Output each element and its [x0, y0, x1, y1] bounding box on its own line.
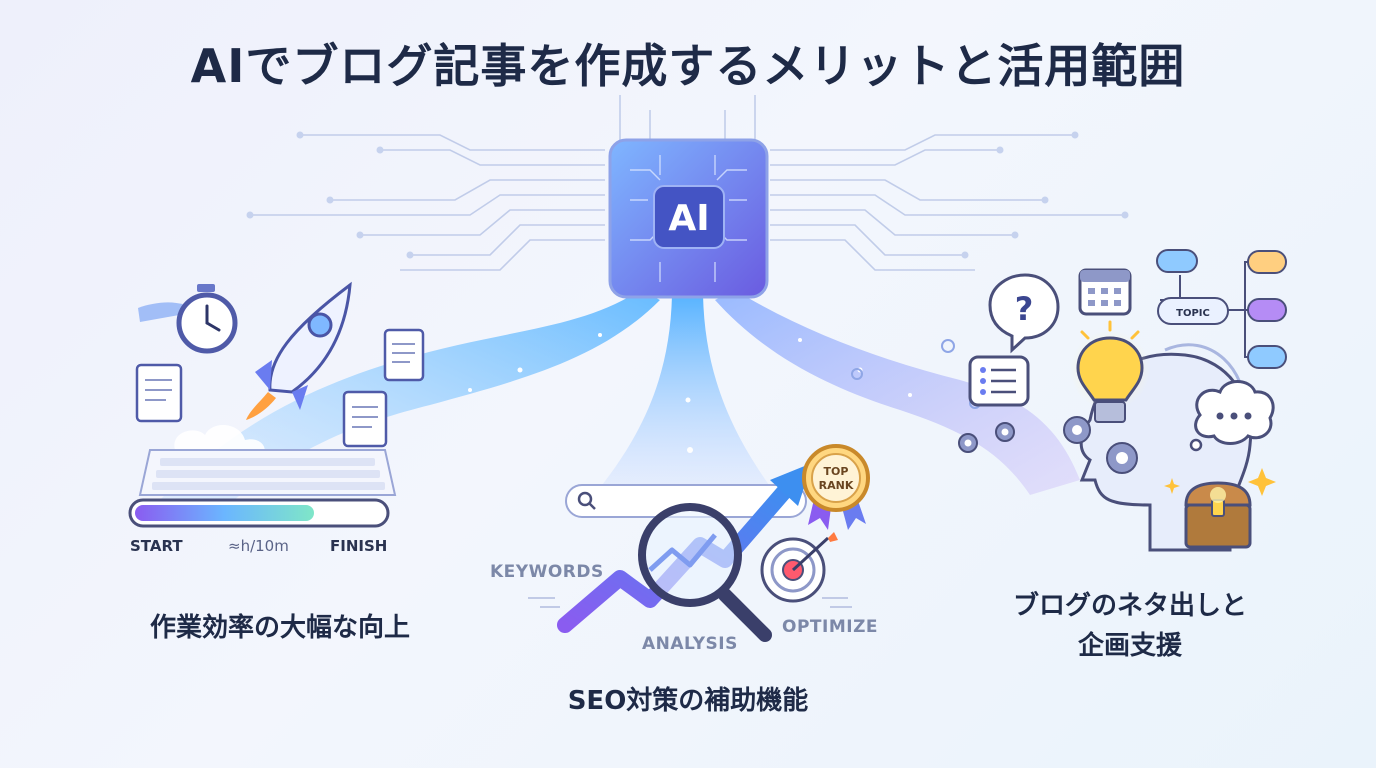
target-icon — [760, 532, 838, 603]
mindmap-icon — [1156, 249, 1287, 369]
question-mark: ? — [1015, 290, 1034, 328]
progress-start-label: START — [130, 537, 183, 555]
badge-line2: RANK — [819, 479, 854, 492]
lightbulb-icon — [1070, 320, 1150, 423]
list-bubble-icon — [968, 355, 1030, 407]
circuit-traces — [250, 95, 1125, 271]
caption-ideas-line1: ブログのネタ出しと — [1012, 591, 1247, 621]
question-bubble-icon — [988, 273, 1060, 354]
progress-fill — [135, 505, 314, 521]
progress-finish-label: FINISH — [330, 537, 388, 555]
keyboard-icon — [138, 449, 397, 496]
ai-chip-icon — [608, 138, 769, 299]
speed-lines — [528, 597, 852, 608]
stream-right — [715, 290, 1080, 495]
treasure-chest-icon — [1184, 481, 1252, 549]
topic-label: TOPIC — [1176, 308, 1210, 319]
circuit-nodes — [246, 131, 1129, 259]
progress-time-label: ≈h/10m — [228, 537, 289, 555]
stream-center — [590, 295, 780, 500]
stopwatch-icon — [176, 284, 238, 354]
calendar-icon — [1078, 268, 1132, 316]
optimize-label: OPTIMIZE — [782, 617, 879, 637]
thought-bubble-icon — [1189, 380, 1275, 452]
caption-seo: SEO対策の補助機能 — [567, 686, 809, 716]
top-rank-badge-icon — [802, 444, 870, 530]
keywords-label: KEYWORDS — [490, 562, 604, 582]
caption-ideas: ブログのネタ出しと 企画支援 — [960, 586, 1300, 666]
analysis-label: ANALYSIS — [642, 634, 738, 654]
search-small-icon — [577, 491, 596, 510]
rocket-icon — [246, 281, 352, 420]
page-title: AIでブログ記事を作成するメリットと活用範囲 — [190, 39, 1186, 93]
chip-label: AI — [668, 198, 709, 239]
gear-hubs — [964, 425, 1128, 464]
sparkle-icon — [1164, 468, 1276, 496]
magnifier-icon — [638, 503, 772, 642]
badge-line1: TOP — [824, 465, 849, 478]
document-lines — [145, 343, 415, 428]
caption-efficiency: 作業効率の大幅な向上 — [149, 613, 410, 643]
caption-ideas-line2: 企画支援 — [1077, 631, 1182, 661]
